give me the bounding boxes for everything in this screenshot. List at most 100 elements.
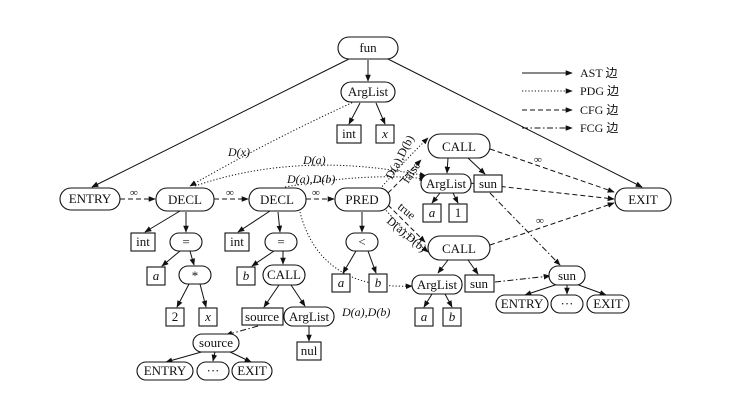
pdg-edge-dadb-mid <box>284 175 427 188</box>
ast-edge-eq1-mul <box>189 250 195 266</box>
cfg-edge-call2-exit <box>489 202 615 246</box>
node-call-decl2-label: CALL <box>267 267 301 282</box>
ast-edge-sun-entry <box>524 283 559 296</box>
ast-edge-fun-entry <box>91 56 354 188</box>
node-lt-label: < <box>358 234 365 249</box>
node-source-leaf: source <box>241 307 284 326</box>
node-entry: ENTRY <box>59 187 121 211</box>
node-b-decl2-label: b <box>243 268 250 283</box>
node-a-decl1-label: a <box>153 268 160 283</box>
node-source-leaf-label: source <box>245 309 279 324</box>
ast-edge-call1-arglist <box>444 157 451 174</box>
node-two-decl1-label: 2 <box>172 309 179 324</box>
ast-edge-call-source <box>263 284 280 308</box>
node-decl-1-label: DECL <box>168 192 202 207</box>
label-dadb-bottom: D(a),D(b) <box>341 305 390 319</box>
ast-edge-call-arglist <box>290 284 306 307</box>
node-nul-label: nul <box>301 343 318 358</box>
node-arglist-decl2-label: ArgList <box>289 309 330 324</box>
node-sun-fn-label: sun <box>558 268 577 283</box>
ast-edge-source-entry <box>165 350 206 363</box>
ast-edge-arglist1-a <box>431 192 441 204</box>
node-int-decl2-label: int <box>230 234 244 249</box>
pdg-edge-dadb-up <box>379 137 429 190</box>
node-arglist-call2: ArgList <box>411 274 463 295</box>
node-a-decl1: a <box>146 266 166 286</box>
node-pred-label: PRED <box>345 192 378 207</box>
node-nul: nul <box>296 341 322 361</box>
pdg-edge-dx <box>189 99 359 187</box>
node-arglist-call2-label: ArgList <box>417 277 458 292</box>
node-sun-call2-label: sun <box>470 276 489 291</box>
edges <box>91 56 643 363</box>
cfg-edge-call1-exit <box>489 148 615 193</box>
ast-edge-arglist2-a <box>423 293 433 308</box>
node-a-call2-label: a <box>421 309 428 324</box>
node-sun-call1-label: sun <box>479 176 498 191</box>
ast-edge-call1-sun <box>467 157 486 175</box>
node-source-exit: EXIT <box>231 361 273 381</box>
node-call-1: CALL <box>427 133 491 159</box>
fcg-edge-sun2-sun <box>494 273 551 283</box>
ast-edge-arglist2-b <box>444 293 453 308</box>
node-source-entry-label: ENTRY <box>144 363 187 378</box>
node-decl-1: DECL <box>155 187 215 212</box>
inf-mark-entry-decl1: ∞ <box>130 187 138 199</box>
node-sun-exit-label: EXIT <box>593 296 623 311</box>
node-one-call1: 1 <box>448 203 468 223</box>
node-int-decl1-label: int <box>136 234 150 249</box>
label-dx: D(x) <box>227 145 250 159</box>
ast-edge-call2-arglist <box>437 259 449 274</box>
node-int-decl2: int <box>224 232 250 252</box>
node-decl-2: DECL <box>248 187 307 212</box>
node-exit: EXIT <box>614 187 672 212</box>
node-source-fn-label: source <box>199 335 233 350</box>
node-sun-entry: ENTRY <box>495 294 549 314</box>
node-b-pred-label: b <box>375 275 382 290</box>
node-decl-2-label: DECL <box>260 192 294 207</box>
node-b-pred: b <box>368 273 388 293</box>
node-exit-label: EXIT <box>628 192 658 207</box>
node-one-call1-label: 1 <box>455 205 462 220</box>
ast-edge-eq2-b <box>251 250 275 267</box>
node-a-call1-label: a <box>429 205 436 220</box>
node-eq-decl2: = <box>264 232 298 252</box>
node-call-2: CALL <box>427 235 491 261</box>
pdg-edge-da <box>194 164 427 187</box>
node-lt: < <box>345 232 379 252</box>
node-entry-label: ENTRY <box>69 191 112 206</box>
pdg-edge-dadb-bottom <box>299 211 413 290</box>
node-int-top: int <box>336 124 362 144</box>
nodes: fun ArgList int x ENTRY DECL DECL <box>59 36 672 381</box>
node-two-decl1: 2 <box>165 307 185 327</box>
node-source-exit-label: EXIT <box>237 363 267 378</box>
ast-edge-arglist-x <box>375 102 386 125</box>
node-sun-dots-label: ··· <box>561 296 574 311</box>
ast-edge-decl1-int <box>144 210 181 233</box>
ast-edge-arglist1-1 <box>452 192 459 204</box>
label-da: D(a) <box>302 153 326 167</box>
ast-edge-lt-b <box>367 250 377 274</box>
node-eq-decl1-label: = <box>182 234 189 249</box>
fcg-edge-sun1-sun <box>489 192 561 266</box>
node-x-top-label: x <box>381 126 388 141</box>
node-arglist-call1-label: ArgList <box>426 176 467 191</box>
node-sun-fn: sun <box>548 265 586 286</box>
node-pred: PRED <box>334 187 391 212</box>
ast-edge-fun-exit <box>383 56 643 188</box>
node-fun-label: fun <box>359 40 377 55</box>
ast-edge-source-dots <box>211 351 218 362</box>
legend-label-ast: AST 边 <box>580 66 617 80</box>
node-int-top-label: int <box>342 126 356 141</box>
node-int-decl1: int <box>130 232 156 252</box>
node-source-dots: ··· <box>196 361 230 381</box>
node-x-decl1-label: x <box>204 309 211 324</box>
ast-edge-sun-exit <box>575 283 607 296</box>
node-b-decl2: b <box>236 266 256 286</box>
node-eq-decl1: = <box>169 232 203 252</box>
ast-edge-mul-2 <box>176 283 190 308</box>
ast-edge-eq1-a <box>161 250 181 267</box>
inf-mark-decl1-decl2: ∞ <box>226 187 234 199</box>
node-a-call2: a <box>414 307 434 327</box>
